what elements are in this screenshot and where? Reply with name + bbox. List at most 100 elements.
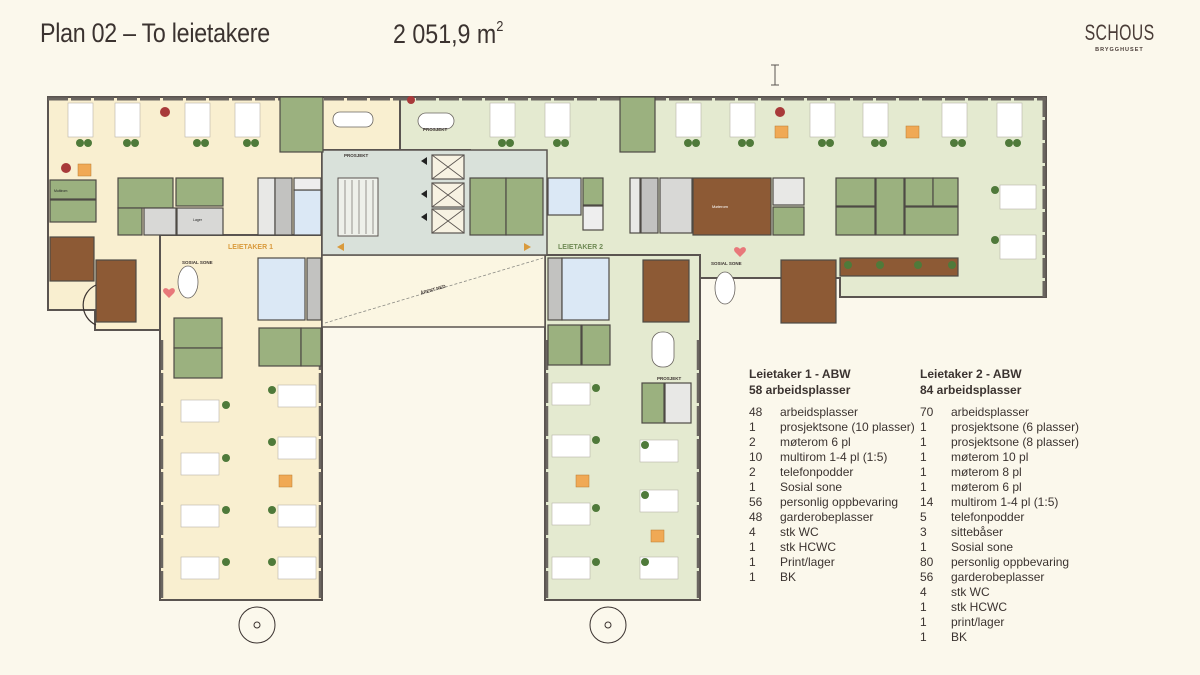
- legend-item-label: telefonpodder: [780, 465, 854, 479]
- multirom: [875, 177, 905, 236]
- prosjekt-label: PROSJEKT: [423, 127, 448, 132]
- multirom: [175, 177, 224, 207]
- multirom: [173, 317, 223, 349]
- legend-item-label: sittebåser: [951, 525, 1004, 539]
- hcwc-room: [293, 189, 322, 236]
- legend-item-count: 4: [920, 585, 927, 599]
- area-unit-superscript: 2: [496, 18, 504, 35]
- schous-logo: SCHOUS BRYGGHUSET: [1071, 20, 1168, 54]
- lager-label: Lager: [193, 218, 203, 222]
- multirom-label: Multirom: [54, 189, 68, 193]
- ef-room: [143, 207, 177, 236]
- multirom: [619, 96, 656, 153]
- legend-subtitle: 58 arbeidsplasser: [749, 383, 851, 397]
- legend-item-label: print/lager: [951, 615, 1005, 629]
- legend-item-label: personlig oppbevaring: [951, 555, 1070, 569]
- multirom: [300, 327, 322, 367]
- hcwc-room: [547, 177, 582, 216]
- multirom: [117, 177, 174, 209]
- legend-item-count: 1: [920, 630, 927, 644]
- legend-item-count: 2: [749, 435, 756, 449]
- legend-item-count: 48: [749, 510, 763, 524]
- legend-subtitle: 84 arbeidsplasser: [920, 383, 1022, 397]
- booth-row: [839, 257, 959, 277]
- wc-block: [561, 257, 610, 321]
- legend-item-count: 1: [749, 555, 756, 569]
- legend-item: 10 multirom 1-4 pl (1:5): [749, 450, 915, 465]
- multirom: [582, 177, 604, 206]
- moterom: [692, 177, 772, 236]
- moterom: [642, 259, 690, 323]
- logo-brand: SCHOUS: [1084, 20, 1155, 45]
- legend-item: 1 Print/lager: [749, 555, 915, 570]
- legend-item: 2 møterom 6 pl: [749, 435, 915, 450]
- prosjekt-label: PROSJEKT: [657, 376, 682, 381]
- legend-item-count: 1: [920, 540, 927, 554]
- moterom: [780, 259, 837, 324]
- legend-item-label: BK: [780, 570, 797, 584]
- area-value: 2 051,9 m: [393, 19, 497, 49]
- multirom: [772, 206, 805, 236]
- multirom: [279, 96, 324, 153]
- ef-room: [772, 177, 805, 206]
- phone-pods: [77, 125, 920, 543]
- legend-item-count: 1: [920, 450, 927, 464]
- sjakt: [274, 177, 293, 236]
- multirom: [641, 382, 665, 424]
- prosjekt-label: PROSJEKT: [344, 153, 369, 158]
- moterom-label: Møterom: [712, 204, 729, 209]
- legend-item-label: prosjektsone (8 plasser): [951, 435, 1080, 449]
- bk-room: [293, 177, 322, 191]
- multirom: [49, 199, 97, 223]
- legend-item-count: 1: [920, 480, 927, 494]
- legend-item-label: arbeidsplasser: [951, 405, 1030, 419]
- multirom: [835, 206, 876, 236]
- flower-plants: [61, 96, 785, 173]
- wc-block: [257, 257, 306, 321]
- moterom: [49, 236, 95, 282]
- legend-item-label: multirom 1-4 pl (1:5): [780, 450, 888, 464]
- spiral-stairs: [82, 284, 627, 644]
- legend-item: 48 garderobeplasser: [749, 510, 915, 525]
- legend-item-label: garderobeplasser: [780, 510, 874, 524]
- legend-item-count: 2: [749, 465, 756, 479]
- legend-item-count: 14: [920, 495, 934, 509]
- tenant1-label: LEIETAKER 1: [228, 244, 273, 251]
- entrance-arrow-right: [524, 243, 531, 251]
- legend-item-label: Sosial sone: [780, 480, 843, 494]
- multirom: [258, 327, 302, 367]
- ef-room: [664, 382, 692, 424]
- legend-item-label: prosjektsone (10 plasser): [780, 420, 915, 434]
- tenant2-label: LEIETAKER 2: [558, 244, 603, 251]
- ef-room: [257, 177, 276, 236]
- legend-item-label: møterom 6 pl: [780, 435, 851, 449]
- legend-item-count: 10: [749, 450, 763, 464]
- open-void: [321, 254, 546, 328]
- sjakt: [640, 177, 659, 234]
- page-title: Plan 02 – To leietakere: [40, 18, 270, 48]
- legend-item-label: stk HCWC: [780, 540, 836, 554]
- legend-title: Leietaker 1 - ABW: [749, 367, 851, 381]
- legend-item-label: arbeidsplasser: [780, 405, 859, 419]
- sjakt: [547, 257, 563, 321]
- legend-title: Leietaker 2 - ABW: [920, 367, 1022, 381]
- multirom: [117, 207, 143, 236]
- desk-clusters: [67, 102, 1037, 580]
- legend-item-label: Print/lager: [780, 555, 835, 569]
